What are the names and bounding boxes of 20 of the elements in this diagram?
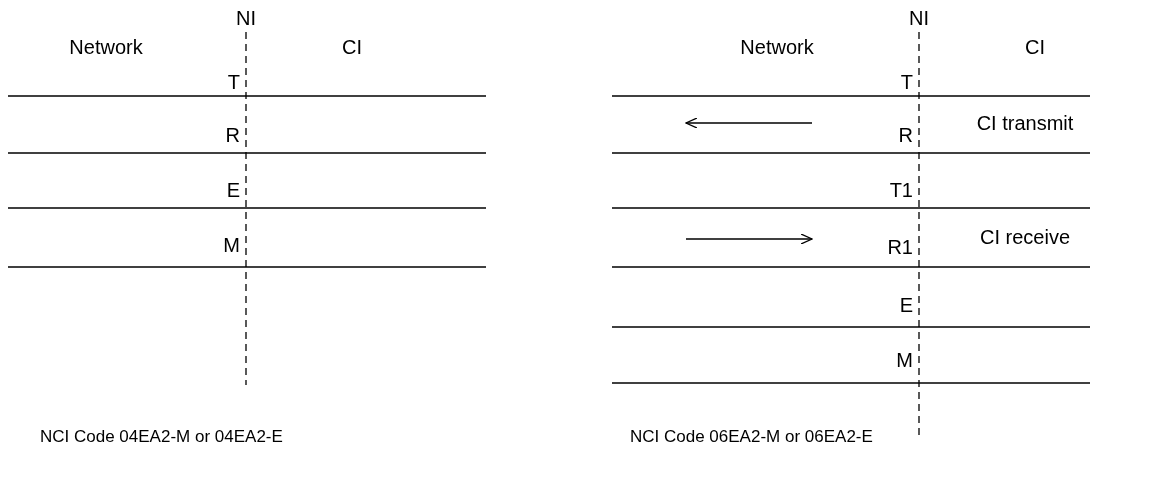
interface-label: NI	[909, 7, 929, 29]
interface-label: NI	[236, 7, 256, 29]
lead-label: T1	[889, 179, 913, 201]
lead-label: E	[226, 179, 240, 201]
side-label: CI	[342, 36, 362, 58]
signal-label: CI receive	[980, 226, 1070, 248]
side-label: Network	[740, 36, 814, 58]
lead-label: M	[896, 349, 913, 371]
code-caption: NCI Code 04EA2-M or 04EA2-E	[40, 426, 283, 448]
lead-label: T	[227, 71, 240, 93]
signal-label: CI transmit	[976, 112, 1074, 134]
lead-label: M	[223, 234, 240, 256]
lead-label: R1	[887, 236, 913, 258]
lead-label: E	[899, 294, 913, 316]
code-caption: NCI Code 06EA2-M or 06EA2-E	[630, 426, 873, 448]
lead-label: T	[900, 71, 913, 93]
side-label: CI	[1025, 36, 1045, 58]
lead-label: R	[225, 124, 240, 146]
side-label: Network	[69, 36, 143, 58]
lead-label: R	[898, 124, 913, 146]
